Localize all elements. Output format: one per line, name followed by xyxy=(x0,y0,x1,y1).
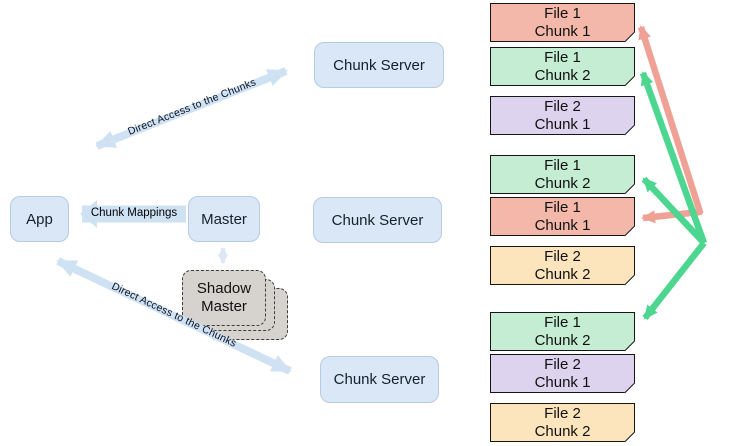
chunk-id-label: Chunk 2 xyxy=(534,66,591,84)
chunk-box-s3-1: File 1 Chunk 2 xyxy=(490,312,645,362)
folded-corner-icon xyxy=(624,274,645,296)
chunk-box-s1-1: File 1 Chunk 1 xyxy=(490,3,645,53)
app-node: App xyxy=(10,196,69,242)
chunk-id-label: Chunk 2 xyxy=(534,265,591,283)
chunk-box-s1-3: File 2 Chunk 1 xyxy=(490,96,645,146)
chunk-id-label: Chunk 2 xyxy=(534,174,591,192)
chunk-server-2-node: Chunk Server xyxy=(313,197,442,243)
folded-corner-icon xyxy=(624,431,645,446)
direct-access-top-label: Direct Access to the Chunks xyxy=(126,76,258,138)
chunk-file-label: File 1 xyxy=(544,313,581,331)
chunk-box-s1-2: File 1 Chunk 2 xyxy=(490,47,645,97)
chunk-server-3-label: Chunk Server xyxy=(333,371,426,388)
replication-link-file1-chunk1 xyxy=(637,25,704,224)
chunk-box-s3-2: File 2 Chunk 1 xyxy=(490,354,645,404)
replication-link-file1-chunk2-b xyxy=(641,176,707,246)
chunk-file-label: File 2 xyxy=(544,355,581,373)
chunk-file-label: File 2 xyxy=(544,97,581,115)
chunk-box-s2-1: File 1 Chunk 2 xyxy=(490,155,645,205)
chunk-id-label: Chunk 2 xyxy=(534,331,591,349)
chunk-server-1-node: Chunk Server xyxy=(314,42,444,88)
folded-corner-icon xyxy=(624,124,645,146)
chunk-file-label: File 2 xyxy=(544,247,581,265)
chunk-id-label: Chunk 1 xyxy=(534,216,591,234)
shadow-master-label: Shadow Master xyxy=(196,280,252,315)
chunk-box-s3-3: File 2 Chunk 2 xyxy=(490,403,645,446)
chunk-file-label: File 1 xyxy=(544,156,581,174)
replication-link-file1-chunk2-a xyxy=(639,71,708,245)
chunk-mappings-label: Chunk Mappings xyxy=(90,207,178,219)
master-label: Master xyxy=(201,210,247,228)
chunk-id-label: Chunk 2 xyxy=(534,422,591,440)
chunk-file-label: File 2 xyxy=(544,404,581,422)
chunk-server-3-node: Chunk Server xyxy=(320,356,439,403)
folded-corner-icon xyxy=(624,382,645,404)
replication-link-file1-chunk2-c xyxy=(642,240,707,321)
chunk-server-1-label: Chunk Server xyxy=(333,56,425,74)
folded-corner-icon xyxy=(624,225,645,247)
chunk-file-label: File 1 xyxy=(544,48,581,66)
chunk-file-label: File 1 xyxy=(544,4,581,22)
master-node: Master xyxy=(188,196,260,242)
chunk-id-label: Chunk 1 xyxy=(534,373,591,391)
chunk-box-s2-2: File 1 Chunk 1 xyxy=(490,197,645,247)
app-label: App xyxy=(26,210,53,228)
folded-corner-icon xyxy=(624,75,645,97)
chunk-id-label: Chunk 1 xyxy=(534,22,591,40)
chunk-id-label: Chunk 1 xyxy=(534,115,591,133)
chunk-server-2-label: Chunk Server xyxy=(331,211,424,229)
chunk-file-label: File 1 xyxy=(544,198,581,216)
chunk-box-s2-3: File 2 Chunk 2 xyxy=(490,246,645,296)
